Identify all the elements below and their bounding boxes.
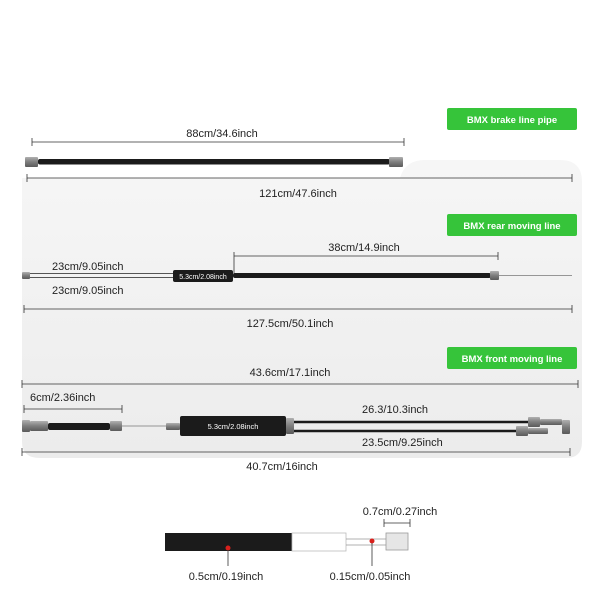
detail-inner-tube	[291, 532, 347, 552]
rear-badge	[447, 214, 577, 236]
front-short-cable	[48, 423, 110, 430]
rear-splitter-label: 5.3cm/2.08inch	[179, 274, 227, 281]
detail-tip-length-label: 0.7cm/0.27inch	[363, 506, 438, 518]
rear-left-plug	[22, 272, 30, 279]
brake-section: BMX brake line pipe 88cm/34.6inch 121cm/…	[25, 108, 577, 200]
front-branch-upper-connector	[528, 417, 540, 427]
brake-bottom-length-label: 121cm/47.6inch	[259, 188, 337, 200]
front-left-connector-b	[30, 421, 48, 431]
detail-wire-diameter-label: 0.15cm/0.05inch	[330, 571, 411, 583]
rear-right-connector	[490, 271, 499, 280]
front-total-bottom-label: 40.7cm/16inch	[246, 461, 318, 473]
brake-cable	[38, 159, 390, 165]
front-badge	[447, 347, 577, 369]
rear-badge-text: BMX rear moving line	[463, 221, 560, 232]
front-branch-upper-label: 26.3/10.3inch	[362, 404, 428, 416]
rear-cable	[233, 273, 491, 278]
brake-badge-text: BMX brake line pipe	[467, 115, 557, 126]
brake-right-connector	[389, 157, 403, 167]
front-left-connector-a	[22, 420, 30, 432]
rear-branch-upper-label: 23cm/9.05inch	[52, 261, 124, 273]
brake-left-connector	[25, 157, 38, 167]
front-branch-lower-connector	[516, 426, 528, 436]
rear-branch-lower-label: 23cm/9.05inch	[52, 285, 124, 297]
front-left-segment-label: 6cm/2.36inch	[30, 392, 95, 404]
detail-wire-marker	[369, 538, 375, 544]
front-badge-text: BMX front moving line	[462, 354, 563, 365]
front-total-top-label: 43.6cm/17.1inch	[250, 367, 331, 379]
front-branch-lower-tip	[528, 428, 548, 434]
detail-outer-tube	[165, 533, 292, 551]
detail-tube-marker	[225, 545, 231, 551]
front-branch-lower-label: 23.5cm/9.25inch	[362, 437, 443, 449]
front-splitter-cap	[286, 418, 294, 434]
front-section: BMX front moving line 43.6cm/17.1inch 6c…	[21, 347, 579, 473]
brake-badge	[447, 108, 577, 130]
front-wire-ferrule	[166, 423, 180, 430]
brake-top-length-label: 88cm/34.6inch	[186, 128, 258, 140]
rear-right-length-label: 38cm/14.9inch	[328, 242, 400, 254]
front-branch-upper-tip	[540, 419, 562, 425]
rear-splitter-body	[173, 270, 233, 282]
detail-tube-diameter-label: 0.5cm/0.19inch	[189, 571, 264, 583]
detail-section: 0.7cm/0.27inch 0.5cm/0.19inch 0.15cm/0.0…	[165, 506, 437, 583]
front-short-cable-end	[110, 421, 122, 431]
rear-total-length-label: 127.5cm/50.1inch	[247, 318, 334, 330]
rear-section: BMX rear moving line 38cm/14.9inch 23cm/…	[22, 214, 577, 330]
front-end-plug	[562, 420, 570, 434]
front-splitter-body	[180, 416, 286, 436]
detail-end-cap	[385, 532, 409, 551]
front-splitter-label: 5.3cm/2.08inch	[208, 422, 259, 431]
